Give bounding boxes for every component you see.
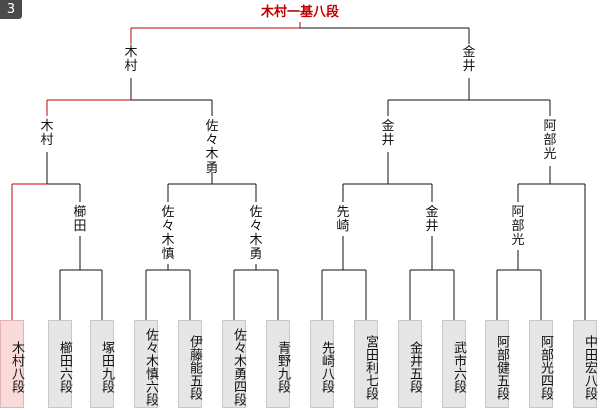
- player-box: 塚田九段: [90, 320, 114, 408]
- player-box: 櫛田六段: [48, 320, 72, 408]
- player-box: 阿部光四段: [529, 320, 553, 408]
- champion-label: 木村一基八段: [260, 5, 340, 20]
- round-winner-label: 佐 々 木 慎: [161, 205, 175, 262]
- player-box: 金井五段: [398, 320, 422, 408]
- round-winner-label: 阿 部 光: [511, 205, 525, 248]
- player-box: 先崎八段: [310, 320, 334, 408]
- semifinal-winner-right: 金 井: [462, 45, 476, 74]
- player-box: 佐々木勇四段: [222, 320, 246, 408]
- round-winner-label: 先 崎: [336, 205, 350, 234]
- round-winner-label: 阿 部 光: [543, 119, 557, 162]
- round-winner-label: 金 井: [381, 119, 395, 148]
- player-box: 武市六段: [442, 320, 466, 408]
- round-winner-label: 金 井: [425, 205, 439, 234]
- player-box: 阿部健五段: [485, 320, 509, 408]
- round-winner-label: 櫛 田: [73, 205, 87, 234]
- round-badge: 3: [0, 0, 22, 19]
- player-box: 宮田利七段: [354, 320, 378, 408]
- player-box: 佐々木慎六段: [134, 320, 158, 408]
- round-winner-label: 木 村: [40, 119, 54, 148]
- player-box-winner: 木村八段: [0, 320, 24, 408]
- round-winner-label: 佐 々 木 勇: [249, 205, 263, 262]
- round-winner-label: 佐 々 木 勇: [205, 119, 219, 176]
- player-box: 青野九段: [266, 320, 290, 408]
- player-box: 伊藤能五段: [178, 320, 202, 408]
- semifinal-winner-left: 木 村: [124, 45, 138, 74]
- player-box: 中田宏八段: [573, 320, 597, 408]
